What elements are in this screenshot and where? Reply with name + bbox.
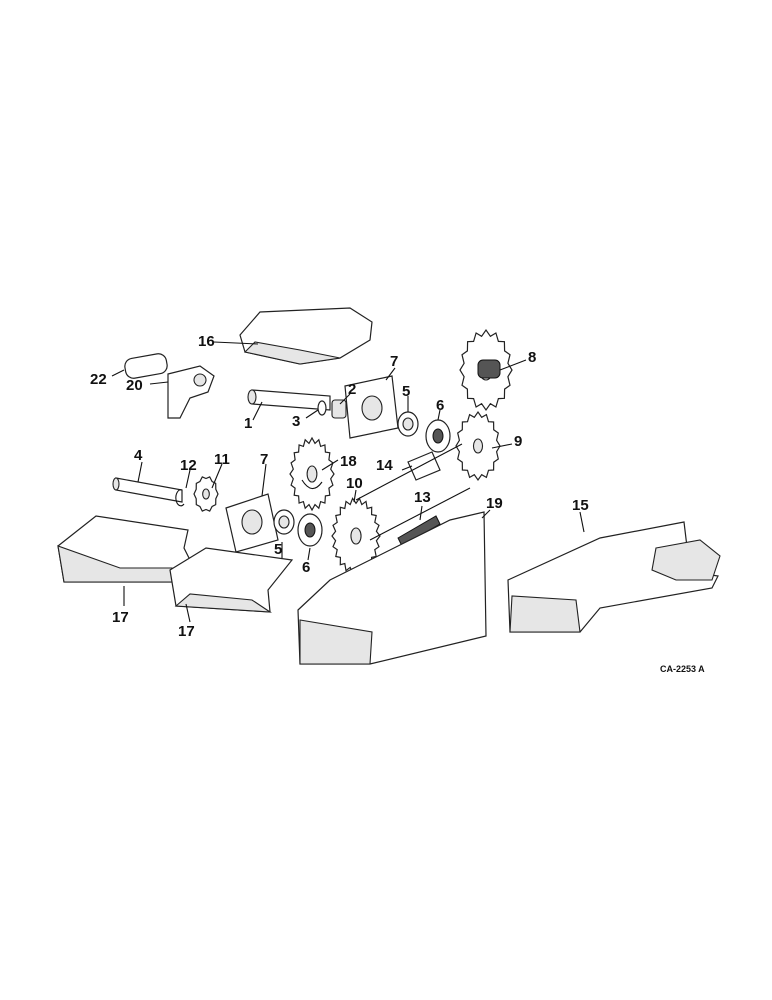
part-15-housing bbox=[507, 521, 721, 633]
callout-11: 13 bbox=[414, 489, 431, 506]
part-5-bearing-upper bbox=[397, 411, 419, 437]
callout-10: 10 bbox=[346, 475, 363, 492]
part-16-shield bbox=[239, 307, 373, 365]
part-5-bearing-lower bbox=[273, 509, 295, 535]
callout-5-lower: 5 bbox=[274, 541, 282, 558]
callout-19: 19 bbox=[486, 495, 503, 512]
part-3-snap-ring bbox=[317, 400, 327, 416]
part-6-flange-upper bbox=[425, 419, 451, 453]
callout-20: 20 bbox=[126, 377, 143, 394]
part-14-clip bbox=[407, 451, 441, 481]
callout-15: 15 bbox=[572, 497, 589, 514]
part-18-housing bbox=[57, 515, 191, 583]
callout-9: 9 bbox=[514, 433, 522, 450]
part-12-sprocket bbox=[193, 476, 219, 512]
callout-8: 8 bbox=[528, 349, 536, 366]
callout-16: 16 bbox=[198, 333, 215, 350]
part-7-plate-upper bbox=[344, 375, 399, 439]
part-20-bracket bbox=[167, 365, 215, 419]
part-19-housing bbox=[297, 511, 487, 665]
part-1-shaft bbox=[247, 389, 331, 411]
callout-1: 1 bbox=[244, 415, 252, 432]
callout-13: 12 bbox=[180, 457, 197, 474]
callout-12: 11 bbox=[214, 451, 230, 468]
part-11-chain bbox=[397, 515, 441, 547]
part-6-flange-lower bbox=[297, 513, 323, 547]
callout-7-lower: 7 bbox=[260, 451, 268, 468]
part-7-plate-lower bbox=[225, 493, 279, 553]
part-4-shaft bbox=[112, 477, 183, 503]
part-9-sprocket bbox=[455, 410, 501, 482]
part-22-sleeve bbox=[124, 353, 168, 379]
callout-18: 17 bbox=[112, 609, 129, 626]
callout-2: 2 bbox=[348, 381, 356, 398]
chain-lines bbox=[355, 443, 471, 541]
part-10-sprocket bbox=[331, 497, 381, 575]
callout-7-upper: 7 bbox=[390, 353, 398, 370]
callout-22: 22 bbox=[90, 371, 107, 388]
callout-3: 3 bbox=[292, 413, 300, 430]
callout-6-upper: 6 bbox=[436, 397, 444, 414]
part-13-snap-ring bbox=[175, 489, 185, 507]
callout-6-lower: 6 bbox=[302, 559, 310, 576]
leader-lines bbox=[111, 341, 585, 623]
callout-17: 17 bbox=[178, 623, 195, 640]
callout-4: 4 bbox=[134, 447, 143, 464]
callout-14: 14 bbox=[376, 457, 393, 474]
part-2-bushing bbox=[331, 399, 347, 419]
drawing-code: CA-2253 A bbox=[660, 664, 705, 674]
part-21-sprocket bbox=[289, 436, 335, 512]
callout-5-upper: 5 bbox=[402, 383, 410, 400]
callout-21: 18 bbox=[340, 453, 357, 470]
part-17-housing bbox=[169, 547, 294, 613]
part-8-sprocket bbox=[459, 328, 513, 412]
